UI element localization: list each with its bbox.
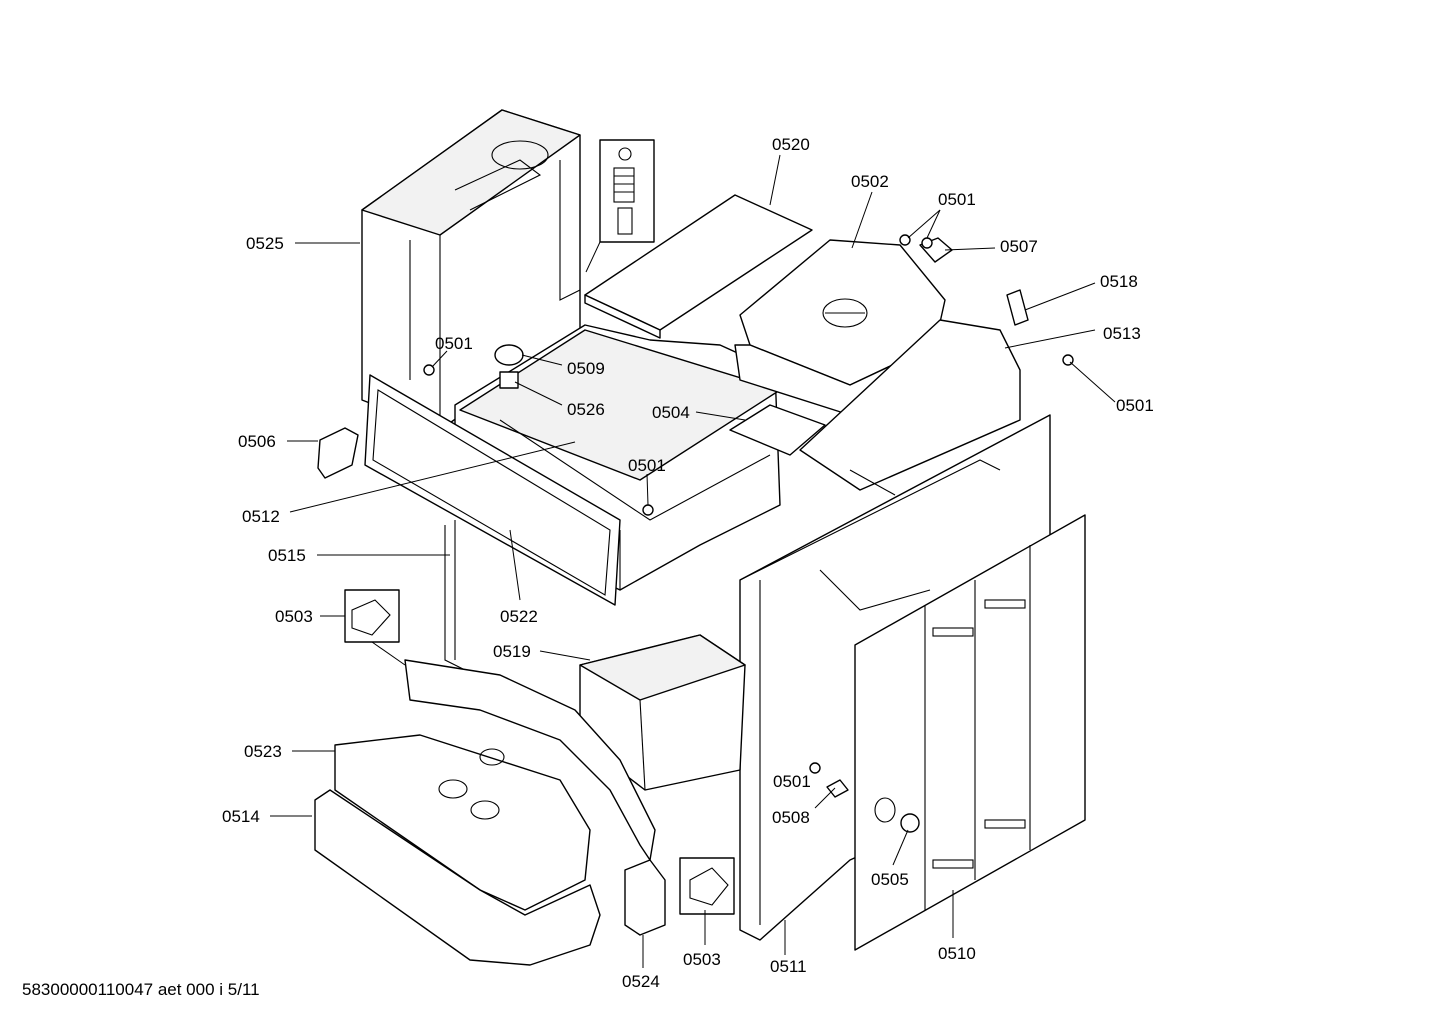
part-0515-frame xyxy=(444,520,466,671)
callout-0508: 0508 xyxy=(772,808,810,827)
callout-labels: 0525 0520 0502 0501 0507 0518 0513 0501 … xyxy=(222,135,1154,991)
callout-0502: 0502 xyxy=(851,172,889,191)
callout-0520: 0520 xyxy=(772,135,810,154)
part-0503-detail-a xyxy=(344,589,406,666)
callout-0501-d: 0501 xyxy=(628,456,666,475)
callout-0511: 0511 xyxy=(770,957,807,976)
part-0508-pin xyxy=(826,779,849,798)
callout-0518: 0518 xyxy=(1100,272,1138,291)
callout-0504: 0504 xyxy=(652,403,690,422)
valve-spring-detail xyxy=(585,139,655,273)
callout-0503-a: 0503 xyxy=(275,607,313,626)
callout-0501-a: 0501 xyxy=(938,190,976,209)
part-0523-container xyxy=(334,734,591,911)
callout-0506: 0506 xyxy=(238,432,276,451)
part-0524-lever xyxy=(624,859,666,936)
callout-0509: 0509 xyxy=(567,359,605,378)
part-0504-plate xyxy=(729,404,826,456)
part-0518-clip xyxy=(1006,289,1029,326)
callout-0523: 0523 xyxy=(244,742,282,761)
part-0510-side-cover xyxy=(854,514,1086,951)
callout-0505: 0505 xyxy=(871,870,909,889)
part-arm-frame xyxy=(404,659,656,861)
callout-0522: 0522 xyxy=(500,607,538,626)
callout-0512: 0512 xyxy=(242,507,280,526)
callout-0510: 0510 xyxy=(938,944,976,963)
part-0526-plug xyxy=(499,371,519,389)
document-footer-id: 58300000110047 aet 000 i 5/11 xyxy=(22,980,260,999)
callout-0501-c: 0501 xyxy=(435,334,473,353)
callout-0526: 0526 xyxy=(567,400,605,419)
callout-0515: 0515 xyxy=(268,546,306,565)
callout-0503-b: 0503 xyxy=(683,950,721,969)
part-0503-detail-b xyxy=(679,857,735,915)
callout-0507: 0507 xyxy=(1000,237,1038,256)
callout-0514: 0514 xyxy=(222,807,260,826)
part-0512-panel xyxy=(364,374,621,606)
callout-0501-b: 0501 xyxy=(1116,396,1154,415)
callout-0513: 0513 xyxy=(1103,324,1141,343)
part-0506-switch xyxy=(317,427,359,479)
callout-0501-e: 0501 xyxy=(773,772,811,791)
part-0509-cap xyxy=(494,344,524,366)
part-0505-knob xyxy=(900,813,920,833)
part-0525-housing xyxy=(361,109,581,431)
part-0514-tray xyxy=(314,789,601,966)
callout-0519: 0519 xyxy=(493,642,531,661)
part-0513-frame xyxy=(799,319,1021,496)
callout-0525: 0525 xyxy=(246,234,284,253)
callout-0524: 0524 xyxy=(622,972,660,991)
vent-slots xyxy=(932,599,1026,869)
leader-lines xyxy=(270,154,1116,968)
